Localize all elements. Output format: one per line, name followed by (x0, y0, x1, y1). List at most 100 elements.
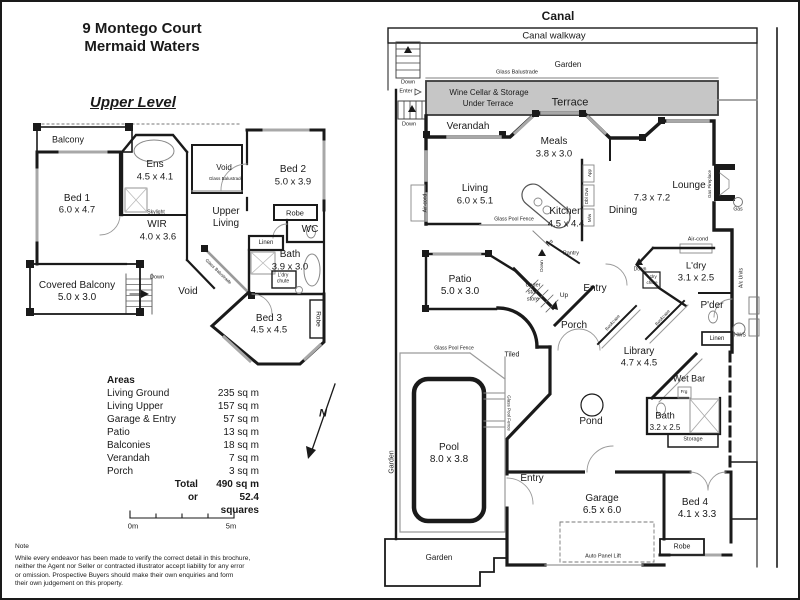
ground-ldry-name-label: L'dry (685, 260, 707, 272)
ground-porch-label: Porch (560, 320, 588, 331)
upper-wir-dims-label: 4.0 x 3.6 (139, 231, 177, 243)
ground-garage-dims-label: 6.5 x 6.0 (582, 505, 622, 516)
ground-ac-units-label: A/c Units (738, 267, 745, 289)
ground-auto-panel-lift-label: Auto Panel Lift (585, 553, 621, 560)
upper-bed3-name-label: Bed 3 (255, 313, 283, 324)
ground-garden-top-label: Garden (554, 60, 582, 69)
ground-dbl-ovn-label: Dbl Ovn (583, 187, 589, 205)
ground-entry-lower-label: Entry (520, 473, 544, 484)
ground-mw-label: M/w (586, 213, 592, 223)
ground-pool-fence-3-label: Glass Pool Fence (506, 395, 512, 431)
ground-library-dims-label: 4.7 x 4.5 (620, 357, 658, 369)
ground-bed4-dims-label: 4.1 x 3.3 (677, 509, 717, 520)
ground-patio-dims-label: 5.0 x 3.0 (440, 286, 480, 297)
ground-up-label: Up (559, 291, 569, 299)
ground-gas-fireplace-label: Gas Fireplace (706, 169, 712, 199)
disclaimer-note: Note While every endeavor has been made … (15, 543, 345, 588)
ground-garden-bottom-label: Garden (425, 553, 453, 562)
ground-lounge-name-label: Lounge (672, 180, 706, 191)
ground-down-kitchen-label: Down (538, 260, 544, 272)
ground-down-small-label: Down (633, 266, 647, 273)
upper-robe-bed2-label: Robe (286, 208, 304, 218)
upper-living-1-label: Upper (212, 206, 240, 217)
ground-verandah-label: Verandah (446, 121, 490, 132)
ground-down-2-label: Down (401, 121, 417, 128)
ground-down-1-label: Down (400, 79, 416, 86)
ground-kitchen-dims-label: 4.5 x 4.4 (547, 218, 585, 230)
ground-meals-dims-label: 3.8 x 3.0 (535, 148, 573, 160)
ground-meals-name-label: Meals (540, 136, 568, 147)
upper-void-center-label: Void (178, 286, 198, 297)
ground-enter-label: Enter (399, 88, 413, 95)
ground-pool-fence-2-label: Glass Pool Fence (434, 345, 474, 352)
ground-dining-label: Dining (608, 205, 638, 216)
ground-terrace-label: Terrace (551, 96, 589, 109)
ground-ldry-chute-2-label: chute (646, 279, 658, 285)
ground-kitchen-name-label: Kitchen (549, 206, 583, 217)
upper-glass-balustrade-label: Glass Balustrade (208, 175, 244, 181)
upper-covered-balcony-dims-label: 5.0 x 3.0 (57, 292, 97, 303)
ground-ldry-chute-1-label: L'dry (647, 273, 657, 279)
note-line: their own judgement on this property. (15, 579, 124, 587)
upper-wir-name-label: WIR (147, 219, 167, 230)
upper-wc-label: WC (301, 224, 319, 235)
note-title: Note (15, 543, 29, 550)
upper-linen-label: Linen (258, 240, 274, 246)
upper-void-top-label: Void (216, 163, 232, 172)
ground-living-name-label: Living (461, 183, 489, 194)
property-title: 9 Montego Court Mermaid Waters (57, 20, 227, 56)
upper-covered-balcony-label: Covered Balcony (38, 280, 116, 291)
ground-under-stair-3-label: store (526, 296, 540, 303)
ground-aircond-left-label: Air-cond (422, 193, 429, 213)
ground-canal-walkway-label: Canal walkway (522, 30, 586, 42)
ground-under-stair-1-label: Under (525, 282, 541, 289)
ground-pool-dims-label: 8.0 x 3.8 (429, 454, 469, 465)
ground-under-stair-2-label: stair (527, 289, 539, 296)
note-line: While every endeavor has been made to ve… (15, 555, 251, 563)
scale-5m-label: 5m (225, 521, 237, 531)
ground-hws-label: HWS (734, 332, 746, 339)
upper-skylight-label: Skylight (147, 209, 165, 216)
upper-bed3-dims-label: 4.5 x 4.5 (250, 324, 288, 336)
ground-robe-bed4-label: Robe (673, 543, 691, 551)
upper-bed1-name-label: Bed 1 (63, 193, 91, 204)
ground-garage-name-label: Garage (585, 493, 619, 504)
upper-bath-dims-label: 3.9 x 3.0 (271, 261, 309, 273)
ground-pool-name-label: Pool (438, 442, 460, 453)
upper-level-heading: Upper Level (90, 94, 176, 111)
ground-pder-label: P'der (700, 300, 724, 311)
upper-bath-name-label: Bath (279, 249, 301, 260)
upper-bed2-name-label: Bed 2 (279, 164, 307, 175)
ground-lounge-dims-label: 7.3 x 7.2 (633, 192, 671, 204)
ground-canal-label: Canal (541, 9, 575, 23)
ground-bath-dims-label: 3.2 x 2.5 (649, 423, 681, 432)
ground-garden-left-label: Garden (388, 450, 396, 474)
note-line: or omission. Prospective Buyers should m… (15, 571, 234, 579)
upper-down-label: Down (149, 274, 165, 281)
upper-ldry-chute-2-label: chute (276, 278, 290, 285)
ground-entry-upper-label: Entry (583, 283, 607, 294)
upper-bed1-dims-label: 6.0 x 4.7 (58, 204, 96, 216)
scale-bar (129, 510, 235, 519)
ground-patio-name-label: Patio (448, 274, 472, 285)
ground-aircond-right-label: Air-cond (687, 236, 709, 243)
ground-glass-balustrade-label: Glass Balustrade (496, 69, 538, 76)
ground-gas-label: Gas (733, 206, 743, 213)
ground-frg-wetbar-label: Frg (680, 388, 688, 394)
ground-library-name-label: Library (623, 346, 655, 357)
north-arrow (306, 383, 336, 459)
areas-title: Areas (107, 375, 135, 386)
ground-wine-cellar-1-label: Wine Cellar & Storage (449, 88, 529, 97)
ground-ldry-dims-label: 3.1 x 2.5 (677, 272, 715, 284)
scale-0m-label: 0m (127, 521, 139, 531)
